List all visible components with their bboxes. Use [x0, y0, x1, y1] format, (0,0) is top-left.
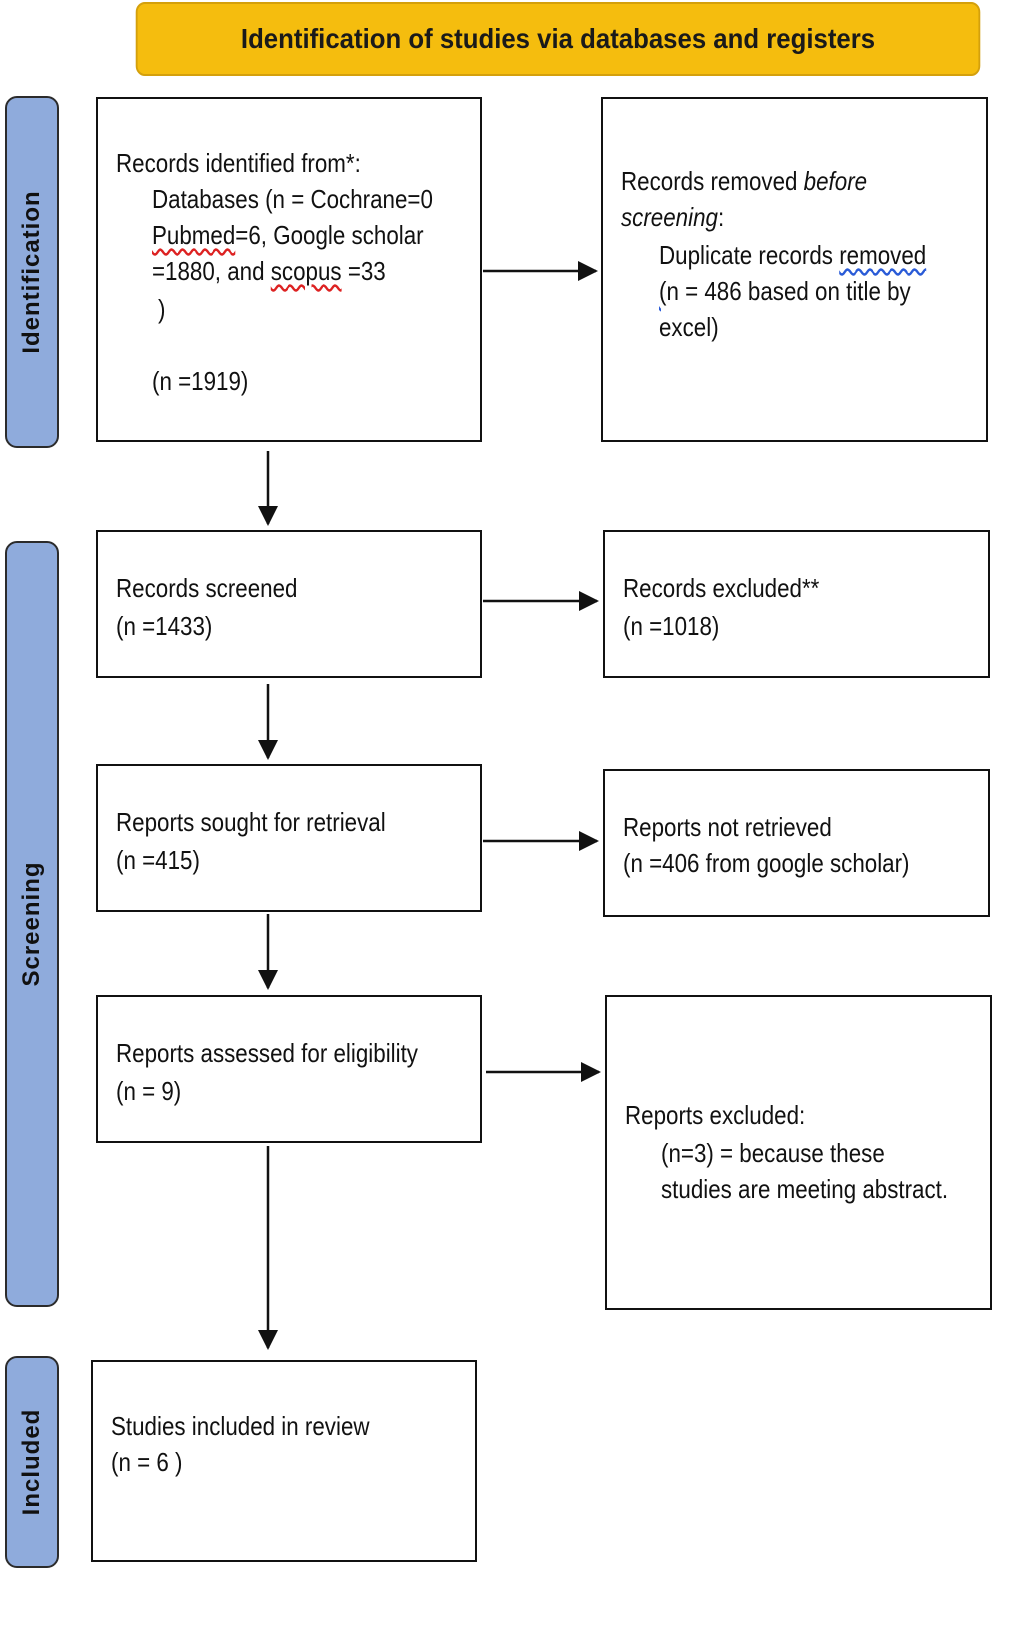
- records-removed-line4-b: n = 486 based on title by: [666, 276, 911, 306]
- records-identified-line4-c: =33: [341, 256, 386, 286]
- reports-excluded-line3: studies are meeting abstract.: [661, 1174, 949, 1204]
- records-identified-count: (n =1919): [152, 366, 249, 396]
- pubmed-word: Pubmed: [152, 220, 236, 250]
- reports-not-retrieved-count: (n =406 from google scholar): [623, 848, 910, 878]
- records-removed-line1: Records removed before: [621, 163, 867, 199]
- studies-included-line1: Studies included in review: [111, 1411, 370, 1441]
- records-removed-line2-a: screening: [621, 202, 718, 232]
- records-removed-line1-a: Records removed: [621, 166, 804, 196]
- records-identified-line4: =1880, and scopus =33: [152, 253, 386, 289]
- records-identified-line2: Databases (n = Cochrane=0: [152, 184, 433, 214]
- records-excluded-box: Records excluded** (n =1018): [603, 530, 990, 678]
- header-title: Identification of studies via databases …: [240, 23, 876, 54]
- reports-assessed-count: (n = 9): [116, 1076, 182, 1106]
- records-excluded-line1: Records excluded**: [623, 573, 820, 603]
- removed-word: removed: [839, 240, 927, 270]
- reports-assessed-line1: Reports assessed for eligibility: [116, 1038, 418, 1068]
- reports-not-retrieved-line1: Reports not retrieved: [623, 812, 832, 842]
- records-identified-line3: Pubmed=6, Google scholar: [152, 217, 424, 253]
- records-removed-line5: excel): [659, 312, 719, 342]
- studies-included-count: (n = 6 ): [111, 1447, 183, 1477]
- records-identified-line1: Records identified from*:: [116, 148, 361, 178]
- header-banner: Identification of studies via databases …: [135, 2, 981, 76]
- reports-sought-box: Reports sought for retrieval (n =415): [96, 764, 482, 912]
- records-screened-box: Records screened (n =1433): [96, 530, 482, 678]
- reports-excluded-line2: (n=3) = because these: [661, 1138, 885, 1168]
- reports-sought-line1: Reports sought for retrieval: [116, 807, 386, 837]
- records-removed-line2-b: :: [717, 202, 725, 232]
- records-identified-line5: ): [158, 294, 166, 324]
- phase-identification: Identification: [5, 96, 59, 448]
- records-screened-line1: Records screened: [116, 573, 298, 603]
- records-removed-line1-b: before: [803, 166, 868, 196]
- records-identified-box: Records identified from*: Databases (n =…: [96, 97, 482, 442]
- records-screened-count: (n =1433): [116, 611, 213, 641]
- reports-sought-count: (n =415): [116, 845, 200, 875]
- records-excluded-count: (n =1018): [623, 611, 720, 641]
- records-identified-line4-a: =1880, and: [152, 256, 271, 286]
- reports-assessed-box: Reports assessed for eligibility (n = 9): [96, 995, 482, 1143]
- records-removed-line4: (n = 486 based on title by: [659, 273, 911, 309]
- records-removed-box: Records removed before screening: Duplic…: [601, 97, 988, 442]
- records-identified-line3-rest: =6, Google scholar: [235, 220, 424, 250]
- records-removed-line2: screening:: [621, 199, 724, 235]
- records-removed-line4-a: (: [659, 276, 667, 306]
- phase-included: Included: [5, 1356, 59, 1568]
- reports-excluded-line1: Reports excluded:: [625, 1100, 806, 1130]
- reports-not-retrieved-box: Reports not retrieved (n =406 from googl…: [603, 769, 990, 917]
- scopus-word: scopus: [270, 256, 342, 286]
- records-removed-line3-a: Duplicate records: [659, 240, 840, 270]
- reports-excluded-box: Reports excluded: (n=3) = because these …: [605, 995, 992, 1310]
- studies-included-box: Studies included in review (n = 6 ): [91, 1360, 477, 1562]
- records-removed-line3: Duplicate records removed: [659, 237, 926, 273]
- phase-screening: Screening: [5, 541, 59, 1307]
